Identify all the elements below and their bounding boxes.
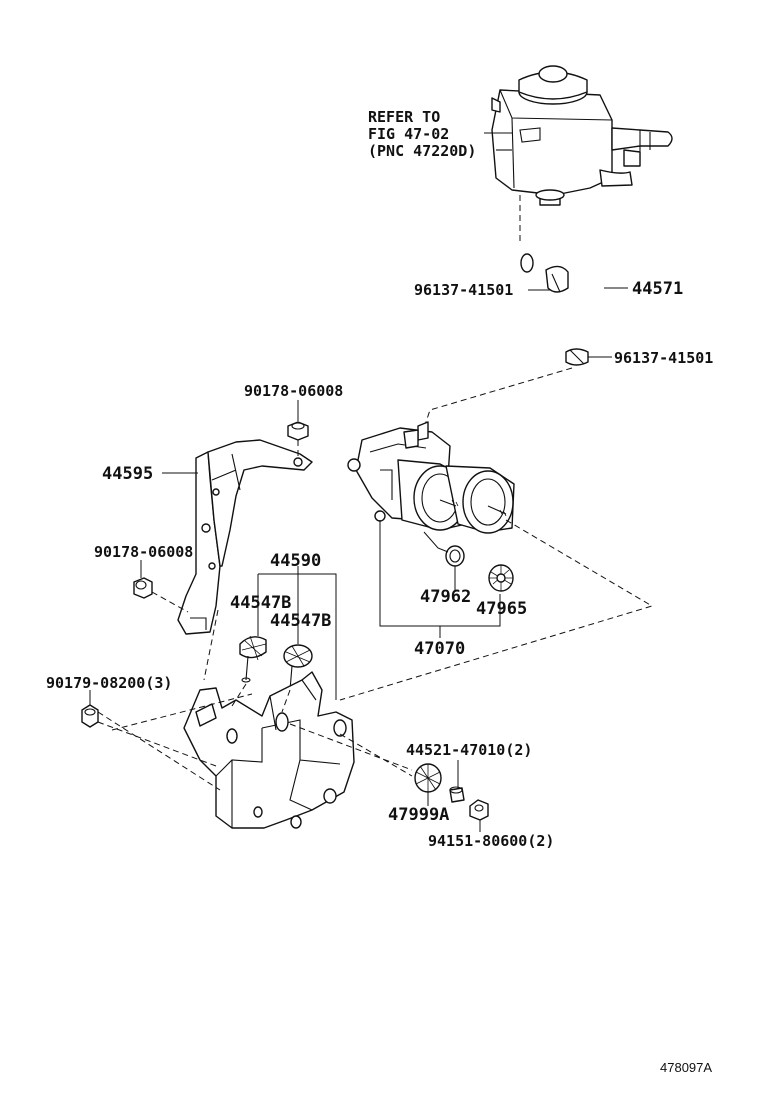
refer-line2: FIG 47-02: [368, 125, 449, 143]
bolt-dash-a: [97, 711, 221, 791]
nut-side: [133, 560, 189, 613]
hose-pump-dash: [423, 367, 573, 429]
label-bracket: 44595: [102, 464, 153, 484]
diagram-code: 478097A: [660, 1060, 712, 1075]
label-bracket-assy: 44590: [270, 551, 321, 571]
label-pump-assy: 47070: [414, 639, 465, 659]
label-nut-top: 90178-06008: [244, 382, 343, 400]
label-cushion-motor: 47965: [476, 599, 527, 619]
label-cushion-bottom: 47999A: [388, 805, 449, 825]
label-clamp-upper: 96137-41501: [414, 281, 513, 299]
label-nut-side: 90178-06008: [94, 543, 193, 561]
label-collar: 44521-47010(2): [406, 741, 532, 759]
return-hose: [520, 246, 611, 366]
collar-dash: [289, 723, 413, 777]
label-cushion-left: 44547B: [230, 593, 291, 613]
bolt-dash-b: [97, 721, 217, 767]
bracket-assy-lines: [257, 566, 337, 700]
bracket-44595: [177, 439, 313, 635]
nut-top: [287, 400, 309, 458]
cushion-44547b-left: [239, 635, 267, 683]
label-hose: 44571: [632, 279, 683, 299]
label-oring: 47962: [420, 587, 471, 607]
nut-94151: [469, 799, 489, 832]
cushion-47965: [488, 564, 514, 592]
collar-44521: [449, 760, 465, 803]
oring-leader: [423, 531, 449, 553]
label-cushion-right: 44547B: [270, 611, 331, 631]
pump-motor-assy: [347, 421, 515, 534]
oring-47962: [445, 545, 465, 567]
refer-line3: (PNC 47220D): [368, 142, 476, 160]
label-clamp-lower: 96137-41501: [614, 349, 713, 367]
bolt-lower-left: [81, 690, 99, 728]
reservoir-tank: [491, 65, 673, 206]
cushion-47999a: [414, 763, 442, 806]
refer-line1: REFER TO: [368, 108, 440, 126]
base-bracket: [183, 671, 355, 829]
label-nut-bottom: 94151-80600(2): [428, 832, 554, 850]
label-bolt-lower-left: 90179-08200(3): [46, 674, 172, 692]
bolt-dash-c: [111, 693, 253, 731]
